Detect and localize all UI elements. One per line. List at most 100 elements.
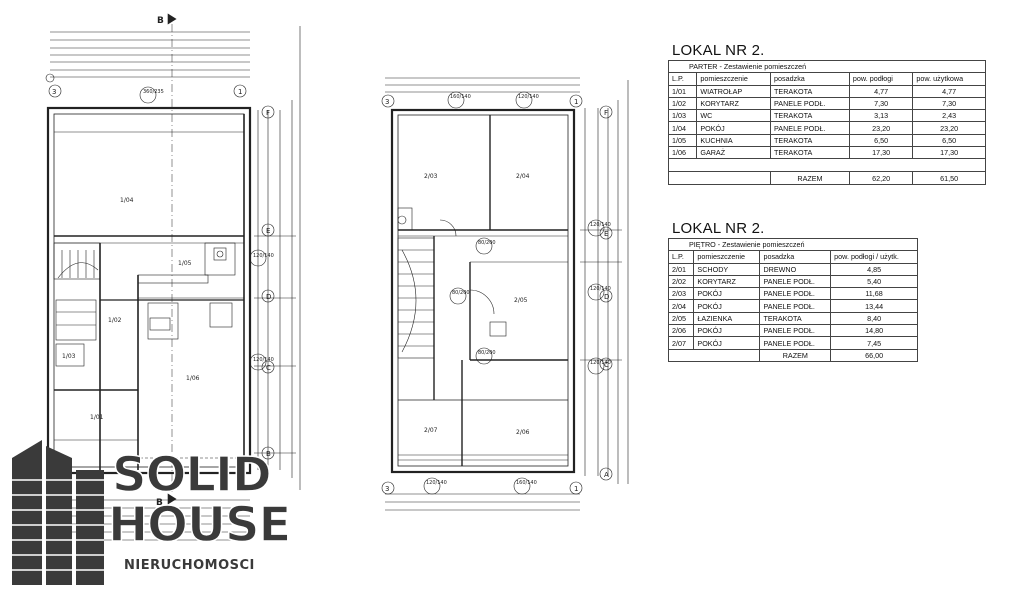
ground-floor-plan — [45, 13, 301, 541]
room-label: 1/06 — [186, 375, 200, 382]
cell: 7,45 — [830, 336, 918, 350]
cell: 1/04 — [667, 121, 698, 135]
window-mark: 360/235 — [143, 89, 164, 95]
cell: KORYTARZ — [693, 274, 761, 289]
cell: POKÓJ — [693, 336, 761, 350]
room-label: 1/05 — [178, 260, 192, 267]
window-mark: 120/140 — [590, 360, 611, 366]
cell: 4,77 — [912, 84, 986, 98]
cell: 2/02 — [667, 274, 695, 289]
col-header: posadzka — [770, 72, 850, 86]
upper-floor-plan — [381, 77, 629, 511]
cell: 4,85 — [830, 262, 918, 276]
cell: TERAKOTA — [770, 146, 850, 160]
logo-tagline: NIERUCHOMOSCI — [124, 558, 255, 573]
cell: PANELE PODŁ. — [759, 299, 832, 313]
axis-label: 1 — [238, 88, 242, 96]
cell: KUCHNIA — [696, 133, 772, 148]
cell: SCHODY — [693, 262, 761, 276]
room-label: 2/05 — [514, 297, 528, 304]
total-value: 61,50 — [912, 171, 986, 185]
col-header: posadzka — [759, 250, 832, 264]
cell: DREWNO — [759, 262, 832, 276]
cell: 6,50 — [848, 133, 914, 148]
room-label: 1/04 — [120, 197, 134, 204]
cell: 5,40 — [830, 274, 918, 289]
cell: TERAKOTA — [759, 311, 832, 326]
cell: ŁAZIENKA — [693, 311, 761, 326]
cell: 1/01 — [667, 84, 698, 98]
axis-label: C — [604, 361, 609, 369]
table-header-row: L.P. pomieszczenie posadzka pow. podłogi… — [667, 72, 986, 86]
cell: PANELE PODŁ. — [759, 287, 832, 301]
cell: TERAKOTA — [770, 84, 850, 98]
cell: KORYTARZ — [696, 96, 772, 111]
cell: 2/07 — [667, 336, 695, 350]
cell: 23,20 — [848, 121, 914, 135]
cell: PANELE PODŁ. — [759, 274, 832, 289]
room-label: 2/07 — [424, 427, 438, 434]
axis-label: E — [266, 227, 270, 235]
solid-house-logo: SOLID HOUSE NIERUCHOMOSCI — [12, 440, 292, 585]
window-mark: 120/140 — [253, 253, 274, 259]
cell: 4,77 — [848, 84, 914, 98]
cell: WIATROŁAP — [696, 84, 772, 98]
axis-label: D — [604, 293, 609, 301]
door-mark: 80/200 — [478, 350, 496, 356]
col-header: pow. podłogi — [848, 72, 914, 86]
window-mark: 120/140 — [590, 286, 611, 292]
cell: 23,20 — [912, 121, 986, 135]
axis-label: 3 — [52, 88, 56, 96]
cell: 6,50 — [912, 133, 986, 148]
col-header: L.P. — [667, 250, 695, 264]
room-label: 1/02 — [108, 317, 122, 324]
window-mark: 120/140 — [253, 357, 274, 363]
cell: 3,13 — [848, 109, 914, 123]
cell: POKÓJ — [693, 287, 761, 301]
room-label: 1/03 — [62, 353, 76, 360]
axis-label: B — [266, 450, 271, 458]
cell: POKÓJ — [693, 324, 761, 338]
cell: 13,44 — [830, 299, 918, 313]
axis-label: C — [266, 364, 271, 372]
cell: 17,30 — [848, 146, 914, 160]
cell: 2/06 — [667, 324, 695, 338]
table-header-row: L.P. pomieszczenie posadzka pow. podłogi… — [667, 250, 918, 264]
cell: PANELE PODŁ. — [759, 336, 832, 350]
table-total-row: RAZEM 62,20 61,50 — [667, 171, 986, 185]
cell: POKÓJ — [696, 121, 772, 135]
window-mark: 160/140 — [516, 480, 537, 486]
cell: TERAKOTA — [770, 133, 850, 148]
cell: 7,30 — [912, 96, 986, 111]
axis-label: F — [266, 109, 270, 117]
door-mark: 80/200 — [478, 240, 496, 246]
cell: WC — [696, 109, 772, 123]
cell: PANELE PODŁ. — [759, 324, 832, 338]
cell: 2/04 — [667, 299, 695, 313]
total-value: 66,00 — [830, 348, 918, 362]
col-header: pomieszczenie — [696, 72, 772, 86]
total-value: 62,20 — [848, 171, 914, 185]
axis-label: F — [604, 109, 608, 117]
window-mark: 160/140 — [450, 94, 471, 100]
cell: 1/03 — [667, 109, 698, 123]
cell: 17,30 — [912, 146, 986, 160]
cell: PANELE PODŁ. — [770, 121, 850, 135]
door-mark: 80/200 — [452, 290, 470, 296]
total-label: RAZEM — [759, 348, 832, 362]
axis-label: 1 — [574, 485, 578, 493]
cell: 1/06 — [667, 146, 698, 160]
col-header: L.P. — [667, 72, 698, 86]
table-subtitle: PIĘTRO - Zestawienie pomieszczeń — [668, 237, 918, 252]
section-b-label-bottom: B — [156, 498, 163, 508]
cell: 1/05 — [667, 133, 698, 148]
room-label: 2/06 — [516, 429, 530, 436]
